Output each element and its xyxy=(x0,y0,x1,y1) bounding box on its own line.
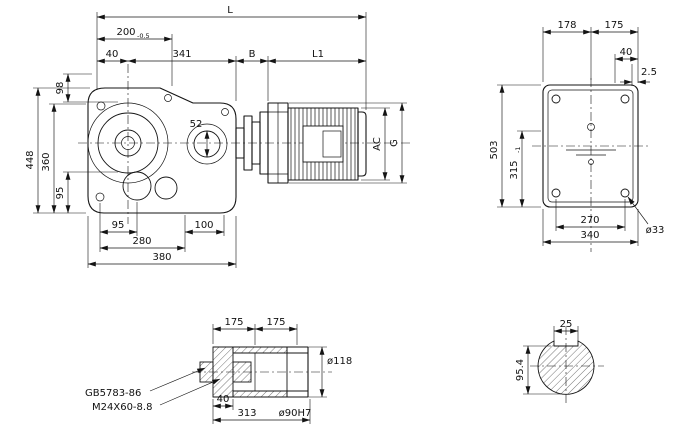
end-washer-section xyxy=(212,346,234,398)
bolt-hole xyxy=(221,108,229,116)
lower-boss-circle xyxy=(154,176,178,200)
output-shaft-circle xyxy=(114,129,142,157)
dim-313: 313 xyxy=(237,408,256,419)
dim-503: 503 xyxy=(489,140,500,159)
shaft-detail-view: 175 175 GB5783-86 M24X60-8.8 40 313 ø90H… xyxy=(85,317,352,424)
label-bolt-spec: M24X60-8.8 xyxy=(92,402,152,413)
dim-341: 341 xyxy=(172,49,191,60)
dim-100: 100 xyxy=(194,220,213,231)
output-boss-outer-circle xyxy=(87,102,169,184)
dim-40: 40 xyxy=(106,49,119,60)
dim-340: 340 xyxy=(580,230,599,241)
dim-40: 40 xyxy=(620,47,633,58)
dim-200-tolerance: -0.5 xyxy=(137,32,150,40)
dim-95-left: 95 xyxy=(55,187,66,200)
dim-95-4: 95.4 xyxy=(515,359,526,381)
dim-200: 200 xyxy=(116,27,135,38)
side-view: L 200 -0.5 40 341 B L1 98 448 360 95 52 xyxy=(25,5,412,268)
output-bore-circle xyxy=(121,136,135,150)
motor-terminal-box-inner xyxy=(322,130,342,158)
shaft-section-view: 25 95.4 xyxy=(515,319,604,406)
dim-178: 178 xyxy=(557,20,576,31)
bolt-hole xyxy=(551,188,561,198)
bolt-hole xyxy=(96,101,106,111)
motor-end-cap xyxy=(357,111,367,177)
lower-boss-circle xyxy=(122,171,152,201)
bolt-head-section xyxy=(199,361,214,383)
dim-phi33: ø33 xyxy=(646,225,665,236)
dim-448: 448 xyxy=(25,150,36,169)
vent-plug xyxy=(587,123,595,131)
dim-B: B xyxy=(249,49,256,60)
dim-95-bottom: 95 xyxy=(112,220,125,231)
dim-175: 175 xyxy=(604,20,623,31)
bolt-hole xyxy=(620,188,630,198)
bolt-hole xyxy=(620,94,630,104)
dim-25-keyway: 25 xyxy=(560,319,573,330)
bolt-hole xyxy=(95,192,105,202)
end-view-housing xyxy=(542,84,639,208)
dim-380: 380 xyxy=(152,252,171,263)
thread-engagement-section xyxy=(232,361,252,383)
end-view-housing-inner xyxy=(547,89,634,203)
output-boss-circle xyxy=(97,112,159,174)
end-view: 178 175 40 2.5 503 315 -1 270 340 ø33 xyxy=(489,20,664,252)
dim-360: 360 xyxy=(41,152,52,171)
shaft-section-with-keyway xyxy=(537,340,595,395)
dim-phi118: ø118 xyxy=(327,356,352,367)
label-bolt-standard: GB5783-86 xyxy=(85,388,141,399)
gearbox-housing-outline xyxy=(87,87,237,214)
shaft-wall-top-section xyxy=(232,346,288,354)
oil-plug xyxy=(588,159,594,165)
dim-315: 315 xyxy=(509,160,520,179)
bolt-hole xyxy=(551,94,561,104)
dim-270: 270 xyxy=(580,215,599,226)
dim-175-a: 175 xyxy=(224,317,243,328)
input-boss-outer-circle xyxy=(186,123,228,165)
dim-G: G xyxy=(389,139,400,147)
dim-overall-length: L xyxy=(227,5,233,16)
dim-40-washer: 40 xyxy=(217,394,230,405)
shaft-wall-bottom-section xyxy=(232,390,288,398)
dim-52: 52 xyxy=(190,119,203,130)
dim-175-b: 175 xyxy=(266,317,285,328)
dim-L1: L1 xyxy=(312,49,324,60)
dim-315-tolerance: -1 xyxy=(514,147,522,153)
bolt-hole xyxy=(164,94,172,102)
dim-phi90H7: ø90H7 xyxy=(279,408,312,419)
dim-AC: AC xyxy=(372,137,383,151)
dim-2-5: 2.5 xyxy=(641,67,657,78)
dim-280: 280 xyxy=(132,236,151,247)
